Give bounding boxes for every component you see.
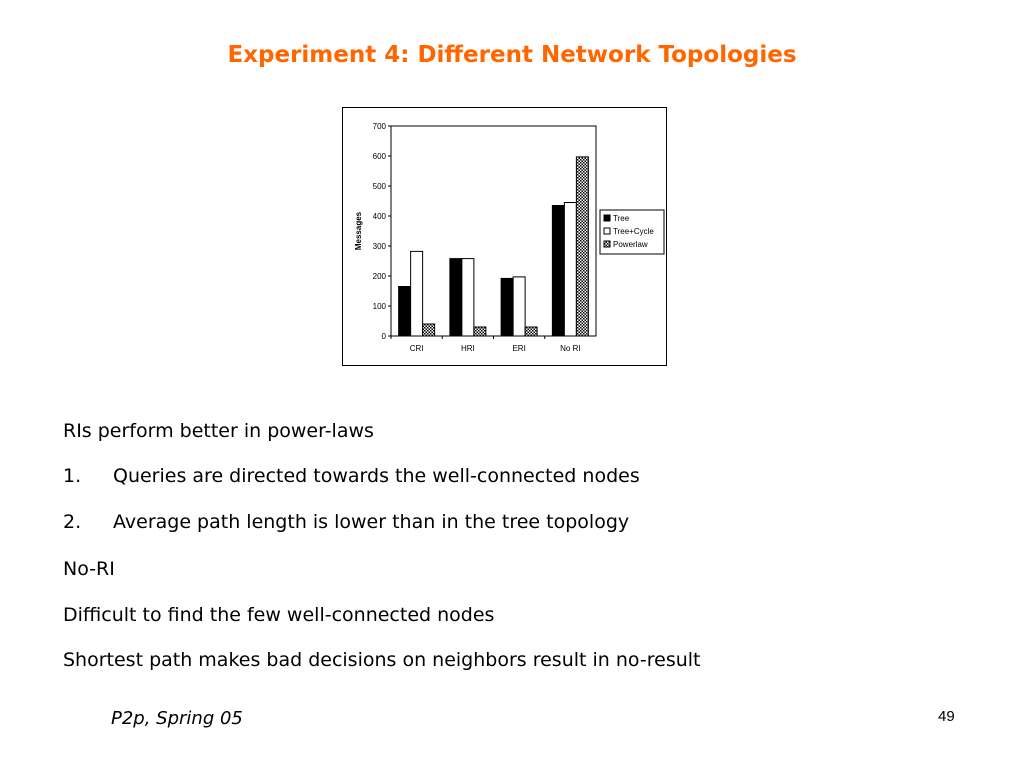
x-tick-label: No RI	[560, 344, 580, 353]
bullet-1-number: 1.	[63, 465, 82, 487]
y-tick-label: 0	[382, 332, 387, 341]
bar	[461, 258, 475, 337]
bar	[473, 326, 487, 337]
bar	[398, 286, 412, 337]
bullet-line-6: Shortest path makes bad decisions on nei…	[63, 649, 701, 671]
slide-title: Experiment 4: Different Network Topologi…	[227, 42, 797, 68]
y-tick-label: 400	[373, 212, 387, 221]
bar	[512, 276, 526, 337]
legend-swatch	[603, 240, 611, 248]
bar	[524, 326, 538, 337]
x-tick-label: HRI	[461, 344, 475, 353]
bar	[449, 258, 463, 337]
bullet-line-5: Difficult to find the few well-connected…	[63, 604, 495, 626]
bar	[551, 205, 565, 337]
footer-course: P2p, Spring 05	[111, 708, 243, 729]
bullet-2-number: 2.	[63, 511, 82, 533]
bullet-intro: RIs perform better in power-laws	[63, 420, 374, 442]
bar	[575, 156, 589, 337]
y-tick-label: 200	[373, 272, 387, 281]
bar	[410, 250, 424, 337]
legend-swatch	[603, 227, 611, 235]
y-axis-label: Messages	[354, 211, 363, 250]
x-tick-label: CRI	[410, 344, 424, 353]
y-tick-label: 500	[373, 182, 387, 191]
legend-label: Tree+Cycle	[613, 227, 654, 236]
footer-page-number: 49	[938, 708, 955, 725]
legend-label: Tree	[613, 214, 630, 223]
y-tick-label: 600	[373, 152, 387, 161]
bar	[563, 202, 577, 337]
bullet-2-text: Average path length is lower than in the…	[113, 511, 630, 533]
bar	[500, 277, 514, 337]
bar	[422, 323, 436, 337]
y-tick-label: 100	[373, 302, 387, 311]
bullet-nori: No-RI	[63, 558, 115, 580]
bullet-1-text: Queries are directed towards the well-co…	[113, 465, 640, 487]
legend-swatch	[603, 214, 611, 222]
y-tick-label: 700	[373, 122, 387, 131]
legend-label: Powerlaw	[613, 240, 648, 249]
y-tick-label: 300	[373, 242, 387, 251]
legend-box	[599, 209, 665, 255]
x-tick-label: ERI	[512, 344, 525, 353]
